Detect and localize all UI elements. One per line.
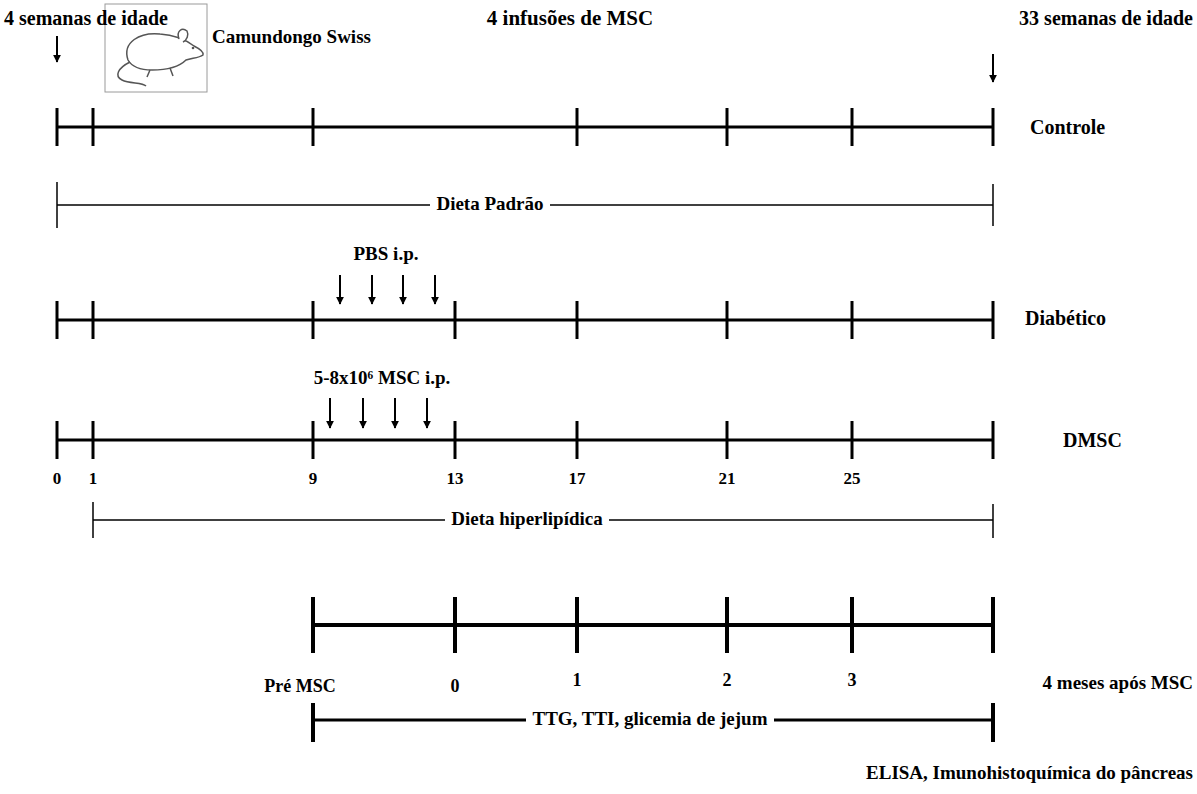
timeline-label: 3 <box>848 670 857 691</box>
tick <box>851 421 854 459</box>
mouse-ear <box>178 29 188 42</box>
injection-arrow <box>362 398 364 428</box>
tick <box>576 108 579 146</box>
tick <box>576 301 579 339</box>
timeline-label: 1 <box>573 670 582 691</box>
timeline-label: 2 <box>723 670 732 691</box>
timeline-label: 33 semanas de idade <box>1019 7 1193 30</box>
tick <box>991 597 995 653</box>
tick <box>992 301 995 339</box>
tick <box>311 597 315 653</box>
tick <box>851 301 854 339</box>
tick <box>992 421 995 459</box>
timeline-label: 21 <box>719 469 736 489</box>
tick <box>454 301 457 339</box>
figure-title: 4 infusões de MSC <box>487 6 653 30</box>
timeline-label: 4 meses após MSC <box>1043 672 1193 694</box>
timeline-label: Dieta Padrão <box>430 193 549 215</box>
mouse-legs <box>147 68 173 77</box>
tick <box>453 597 457 653</box>
timeline <box>313 623 993 627</box>
injection-arrow <box>329 398 331 428</box>
tick <box>312 301 315 339</box>
injection-arrow <box>339 275 341 304</box>
mouse-eye <box>192 47 195 50</box>
timeline-label: 9 <box>309 469 318 489</box>
tick <box>992 108 995 146</box>
tick <box>576 421 579 459</box>
timeline-label: 25 <box>844 469 861 489</box>
timeline-label: PBS i.p. <box>354 243 419 265</box>
mouse-body <box>127 34 203 70</box>
injection-arrow <box>402 275 404 304</box>
age-arrow <box>56 36 58 62</box>
tick <box>312 108 315 146</box>
timeline-label: 0 <box>451 676 460 697</box>
tick <box>312 421 315 459</box>
tick <box>56 301 59 339</box>
tick <box>726 301 729 339</box>
tick <box>56 182 58 228</box>
mouse-tail <box>118 62 146 86</box>
timeline-label: 0 <box>53 469 62 489</box>
timeline-label: Diabético <box>1025 307 1106 330</box>
injection-arrow <box>371 275 373 304</box>
tick <box>311 703 315 742</box>
tick <box>92 502 94 538</box>
timeline-label: 5-8x10⁶ MSC i.p. <box>314 367 451 389</box>
timeline-label: TTG, TTI, glicemia de jejum <box>526 708 773 730</box>
tick <box>92 108 95 146</box>
timeline-label: DMSC <box>1063 429 1122 452</box>
timeline-label: Controle <box>1030 116 1105 139</box>
tick <box>992 504 994 538</box>
timeline-label: 4 semanas de idade <box>4 7 168 30</box>
tick <box>575 597 579 653</box>
age-arrow <box>992 54 994 82</box>
tick <box>56 421 59 459</box>
injection-arrow <box>434 275 436 304</box>
tick <box>726 108 729 146</box>
timeline-label: Camundongo Swiss <box>212 26 371 48</box>
timeline-label: 13 <box>447 469 464 489</box>
tick <box>92 301 95 339</box>
timeline-label: Dieta hiperlipídica <box>445 508 608 530</box>
tick <box>726 421 729 459</box>
tick <box>992 184 994 226</box>
timeline-label: ELISA, Imunohistoquímica do pâncreas <box>866 762 1193 784</box>
tick <box>56 108 59 146</box>
tick <box>850 597 854 653</box>
tick <box>851 108 854 146</box>
injection-arrow <box>426 398 428 428</box>
timeline-label: 1 <box>89 469 98 489</box>
timeline-label: Pré MSC <box>264 676 335 697</box>
tick <box>725 597 729 653</box>
tick <box>92 421 95 459</box>
timeline-label: 17 <box>569 469 586 489</box>
tick <box>991 703 995 742</box>
injection-arrow <box>394 398 396 428</box>
tick <box>454 421 457 459</box>
